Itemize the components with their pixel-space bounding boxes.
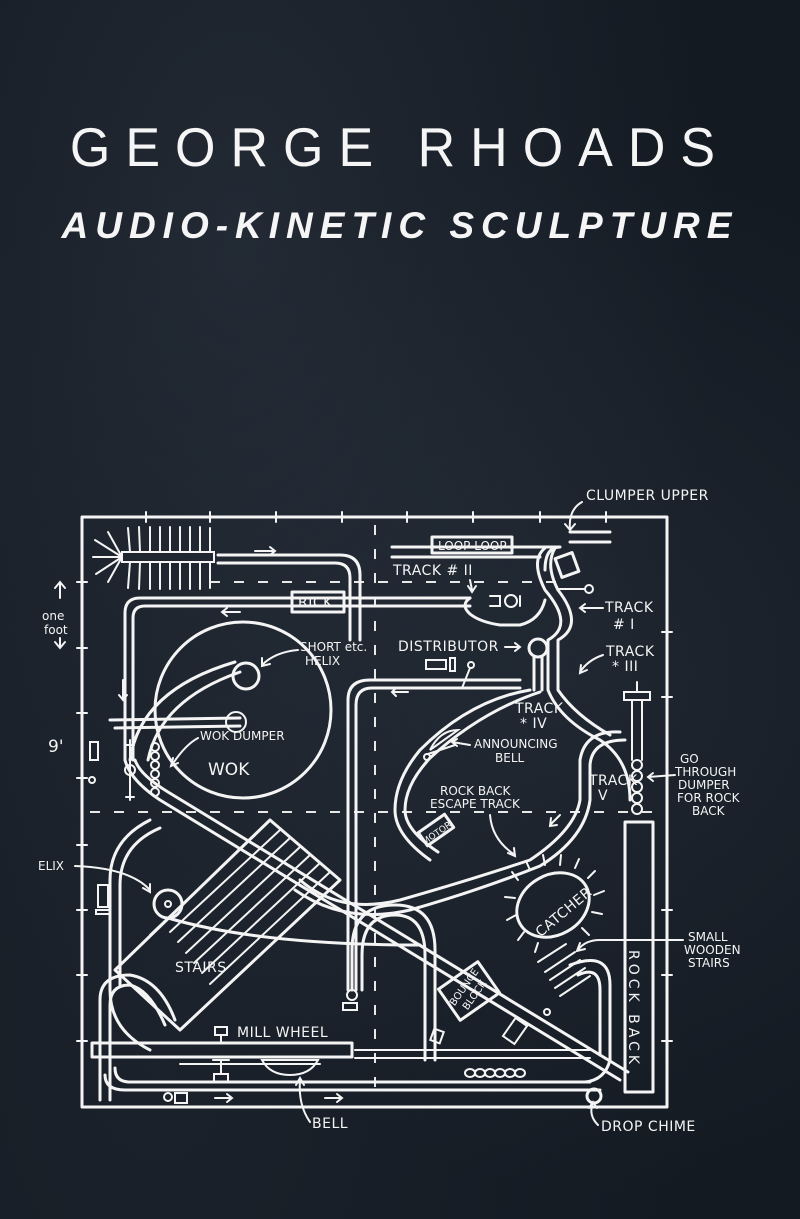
label-track-4-line1: TRACK <box>514 701 564 717</box>
catcher <box>515 871 591 939</box>
elix-wheel <box>152 888 184 920</box>
track-loop-loop <box>390 545 562 572</box>
catcher-spikes <box>504 854 605 953</box>
label-rock-back-escape-line2: ESCAPE TRACK <box>430 797 521 811</box>
scale-label-one: one <box>42 609 64 623</box>
distributor-hub <box>527 637 549 659</box>
label-clumper-upper: CLUMPER UPPER <box>586 488 709 504</box>
frame-ticks <box>76 511 673 1042</box>
label-go-through-line2: THROUGH <box>674 765 736 779</box>
label-go-through-line4: FOR ROCK <box>677 791 741 805</box>
rick-box <box>290 590 346 614</box>
rock-back-column <box>623 820 655 1094</box>
label-small-wooden-stairs-line3: STAIRS <box>688 956 730 970</box>
label-go-through-line3: DUMPER <box>678 778 730 792</box>
label-announcing-bell-line2: BELL <box>495 751 525 765</box>
label-stairs: STAIRS <box>175 960 227 976</box>
track-1 <box>536 546 632 802</box>
label-track-1-line1: TRACK <box>604 600 654 616</box>
track-5 <box>298 730 622 906</box>
label-track-4-line2: * IV <box>520 716 547 732</box>
height-label: 9' <box>48 737 64 757</box>
brush-element <box>92 526 215 590</box>
label-announcing-bell-line1: ANNOUNCING <box>474 737 558 751</box>
label-loop-loop: LOOP LOOP <box>438 539 507 553</box>
mill-wheel-beam <box>90 1041 354 1059</box>
label-small-wooden-stairs-line2: WOODEN <box>684 943 741 957</box>
label-short-helix-line2: HELIX <box>305 654 340 668</box>
label-track-5-line2: V <box>598 788 608 804</box>
label-track-2: TRACK # II <box>392 563 473 579</box>
label-track-3-line2: * III <box>612 659 638 675</box>
cover-subtitle: AUDIO-KINETIC SCULPTURE <box>61 205 739 246</box>
track-rick <box>123 596 472 762</box>
label-rock-back-escape-line1: ROCK BACK <box>440 784 511 798</box>
label-track-1-line2: # I <box>613 617 635 633</box>
label-mill-wheel: MILL WHEEL <box>237 1025 328 1041</box>
scale-annotation: one foot 9' <box>42 580 68 757</box>
wok-bowl <box>153 620 333 800</box>
label-wok-dumper: WOK DUMPER <box>200 729 285 743</box>
cover-title: GEORGE RHOADS <box>69 117 731 179</box>
motor-box <box>416 812 456 848</box>
label-go-through-line5: BACK <box>692 804 726 818</box>
label-drop-chime: DROP CHIME <box>601 1119 696 1135</box>
label-track-5-line1: TRACK <box>588 773 638 789</box>
track-bottom <box>103 1073 602 1092</box>
label-rick: RICK <box>298 595 333 611</box>
label-elix: ELIX <box>38 859 64 873</box>
label-bell: BELL <box>312 1116 348 1132</box>
bell-bowl <box>260 1059 320 1077</box>
bounce-block <box>436 960 502 1022</box>
label-motor: MOTOR <box>421 820 454 848</box>
label-small-wooden-stairs-line1: SMALL <box>688 930 728 944</box>
label-rock-back: ROCK BACK <box>625 950 641 1068</box>
track-diagonal-main <box>123 758 622 1082</box>
small-wooden-stairs <box>537 943 591 997</box>
label-track-3-line1: TRACK <box>605 644 655 660</box>
diagram-frame <box>80 515 669 1109</box>
track-left-loop <box>108 818 152 1052</box>
rock-back-coil <box>631 759 643 815</box>
clumper-upper-bucket <box>553 551 581 579</box>
scale-label-foot: foot <box>44 623 68 637</box>
wok-dumper-coil <box>150 742 160 797</box>
track-4 <box>393 688 532 862</box>
ball-coil <box>464 1068 526 1078</box>
track-top-left <box>216 553 362 642</box>
label-go-through-line1: GO <box>680 752 699 766</box>
track-distributor <box>346 678 522 992</box>
label-distributor: DISTRIBUTOR <box>398 639 499 655</box>
label-short-helix-line1: SHORT etc. <box>300 640 367 654</box>
stairs: STAIRS <box>113 818 342 1032</box>
label-wok: WOK <box>208 760 250 780</box>
short-helix <box>231 661 261 691</box>
track-center-arch <box>350 903 437 1062</box>
